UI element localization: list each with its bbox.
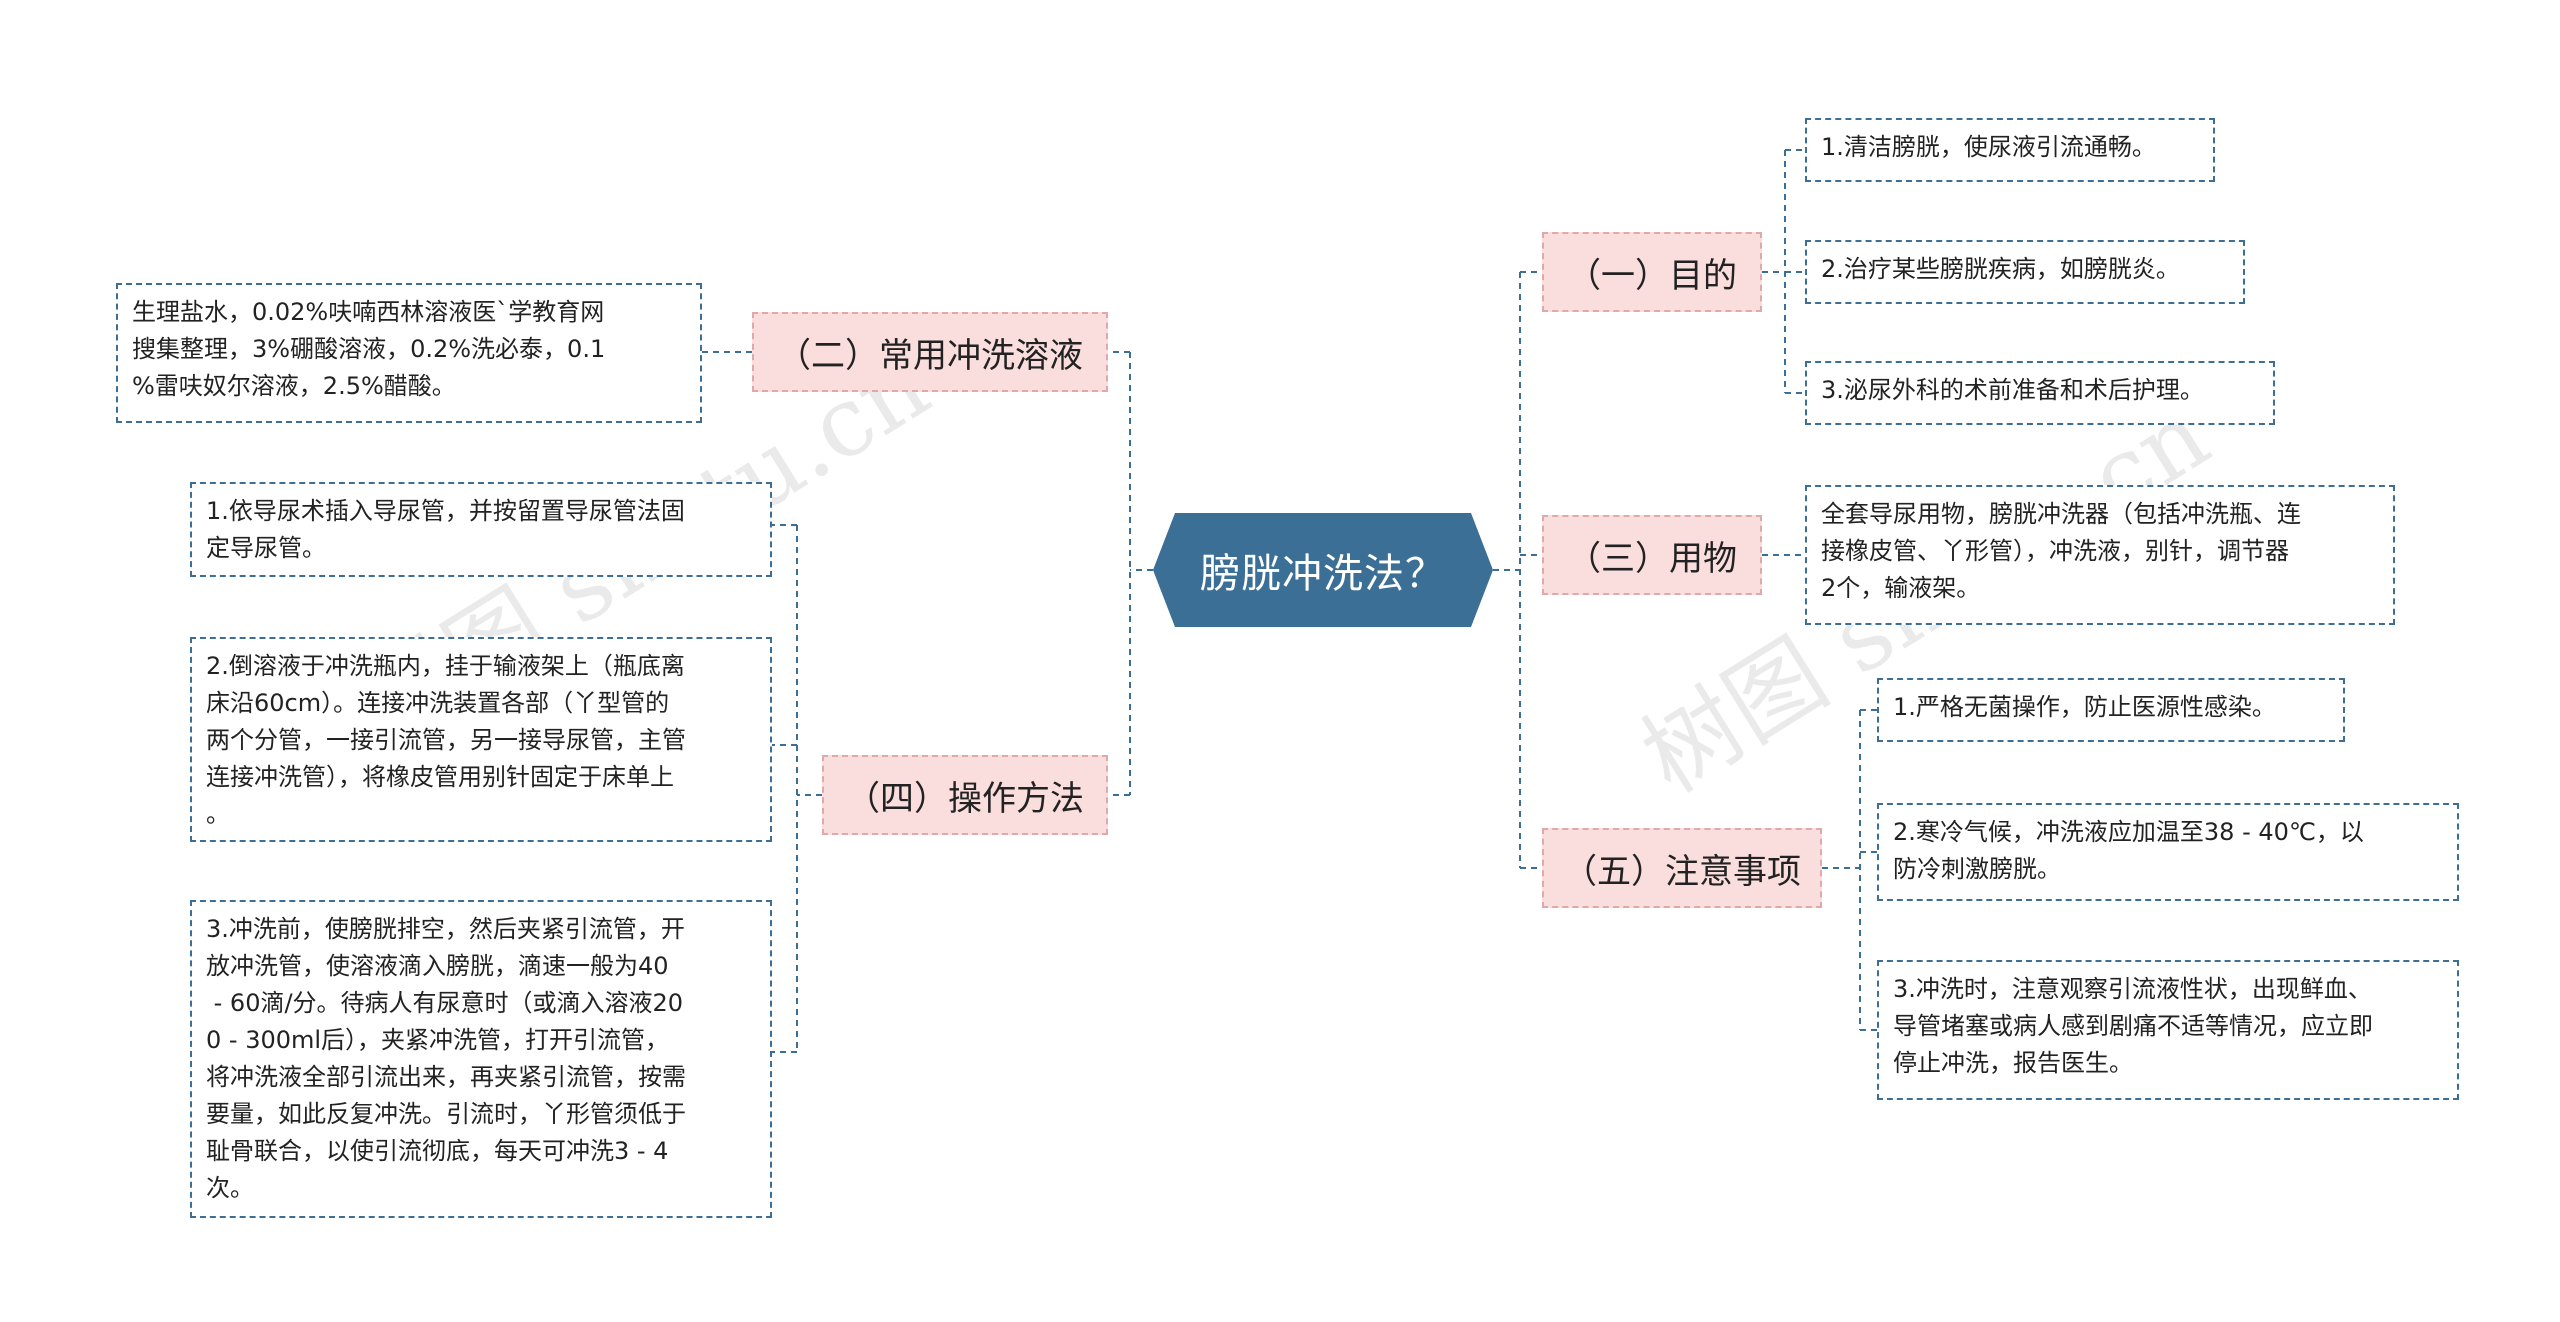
leaf-purpose-2[interactable]: 2.治疗某些膀胱疾病，如膀胱炎。 <box>1805 240 2245 304</box>
branch-solutions[interactable]: （二）常用冲洗溶液 <box>752 312 1108 392</box>
leaf-purpose-1[interactable]: 1.清洁膀胱，使尿液引流通畅。 <box>1805 118 2215 182</box>
leaf-notes-2[interactable]: 2.寒冷气候，冲洗液应加温至38 - 40℃，以 防冷刺激膀胱。 <box>1877 803 2459 901</box>
leaf-solutions-1[interactable]: 生理盐水，0.02%呋喃西林溶液医`学教育网 搜集整理，3%硼酸溶液，0.2%洗… <box>116 283 702 423</box>
branch-notes[interactable]: （五）注意事项 <box>1542 828 1822 908</box>
leaf-purpose-3[interactable]: 3.泌尿外科的术前准备和术后护理。 <box>1805 361 2275 425</box>
connector-purpose-trunk <box>1762 150 1786 393</box>
leaf-notes-1[interactable]: 1.严格无菌操作，防止医源性感染。 <box>1877 678 2345 742</box>
connector-procedure-trunk <box>796 525 822 1052</box>
central-topic[interactable]: 膀胱冲洗法？ <box>1153 513 1493 627</box>
leaf-procedure-2[interactable]: 2.倒溶液于冲洗瓶内，挂于输液架上（瓶底离 床沿60cm）。连接冲洗装置各部（丫… <box>190 637 772 842</box>
branch-supplies[interactable]: （三）用物 <box>1542 515 1762 595</box>
branch-purpose[interactable]: （一）目的 <box>1542 232 1762 312</box>
branch-procedure[interactable]: （四）操作方法 <box>822 755 1108 835</box>
leaf-procedure-1[interactable]: 1.依导尿术插入导尿管，并按留置导尿管法固 定导尿管。 <box>190 482 772 577</box>
connector-notes-trunk <box>1822 710 1861 1030</box>
leaf-procedure-3[interactable]: 3.冲洗前，使膀胱排空，然后夹紧引流管，开 放冲洗管，使溶液滴入膀胱，滴速一般为… <box>190 900 772 1218</box>
leaf-supplies-1[interactable]: 全套导尿用物，膀胱冲洗器（包括冲洗瓶、连 接橡皮管、丫形管），冲洗液，别针，调节… <box>1805 485 2395 625</box>
leaf-notes-3[interactable]: 3.冲洗时，注意观察引流液性状，出现鲜血、 导管堵塞或病人感到剧痛不适等情况，应… <box>1877 960 2459 1100</box>
